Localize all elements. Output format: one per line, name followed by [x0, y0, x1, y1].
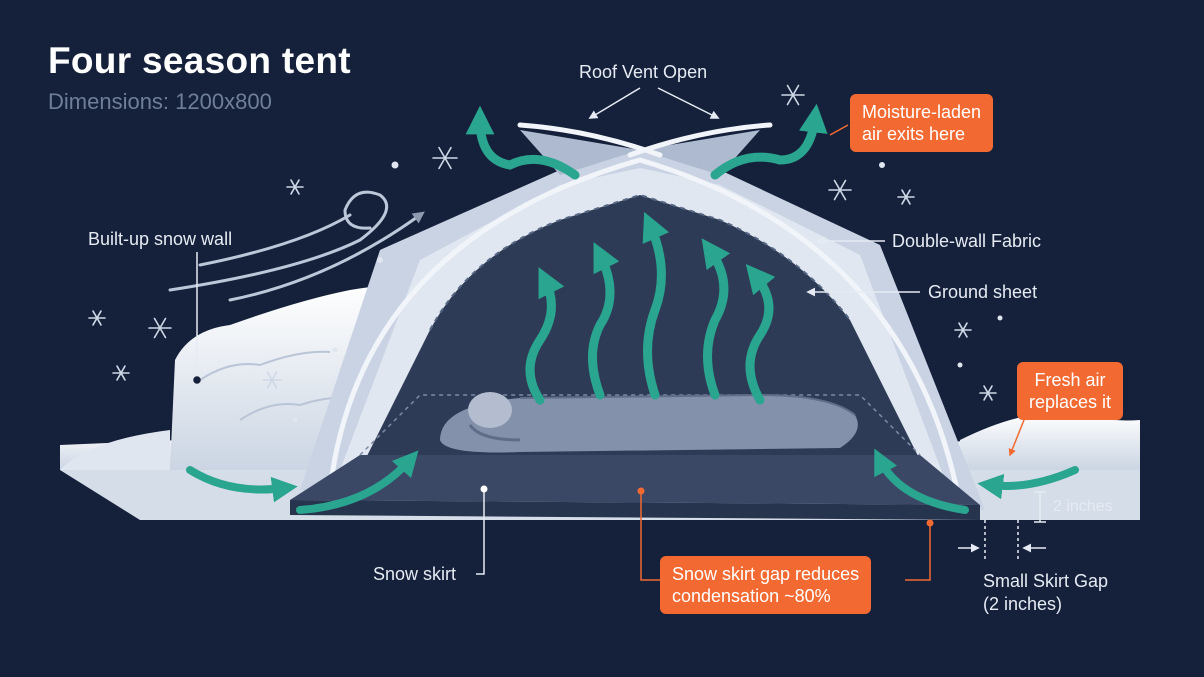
snowflake-icon	[954, 322, 972, 338]
snowflake-icon	[828, 179, 852, 201]
snowflakes	[88, 84, 997, 401]
tent-poles	[327, 122, 963, 508]
snowflake-icon	[286, 179, 304, 195]
snowflake-icon	[112, 365, 130, 381]
snow-drift-right	[960, 412, 1140, 470]
label-snow-wall: Built-up snow wall	[88, 229, 233, 249]
callout-fresh-air: Fresh air replaces it	[1017, 362, 1124, 420]
page-subtitle: Dimensions: 1200x800	[48, 89, 272, 114]
label-ground-sheet: Ground sheet	[928, 282, 1038, 302]
label-roof-vent: Roof Vent Open	[579, 62, 708, 82]
label-double-wall: Double-wall Fabric	[892, 231, 1042, 251]
sleeping-person-icon	[440, 392, 858, 453]
snowflake-icon	[979, 385, 997, 401]
snowflake-icon	[148, 317, 172, 339]
page-title: Four season tent	[48, 40, 351, 81]
snowflake-icon	[781, 84, 805, 106]
ground-sheet	[290, 394, 980, 520]
label-skirt-gap-line2: (2 inches)	[983, 594, 1063, 614]
snowflake-icon	[88, 310, 106, 326]
rising-air-arrows	[525, 211, 776, 405]
callout-moisture: Moisture-laden air exits here	[850, 94, 994, 152]
label-snow-skirt: Snow skirt	[373, 564, 457, 584]
label-skirt-gap-line1: Small Skirt Gap	[983, 571, 1109, 591]
snowflake-icon	[432, 146, 458, 170]
callout-condensation: Snow skirt gap reduces condensation ~80%	[660, 556, 872, 614]
snowflake-icon	[262, 371, 282, 389]
wind-gust-icon	[168, 190, 425, 302]
snow-dots	[292, 161, 1003, 423]
roof-exit-arrows	[465, 103, 828, 180]
snowflake-icon	[897, 189, 915, 205]
label-gap-height: 2 inches	[1053, 498, 1113, 515]
intake-arrows	[186, 448, 1079, 514]
